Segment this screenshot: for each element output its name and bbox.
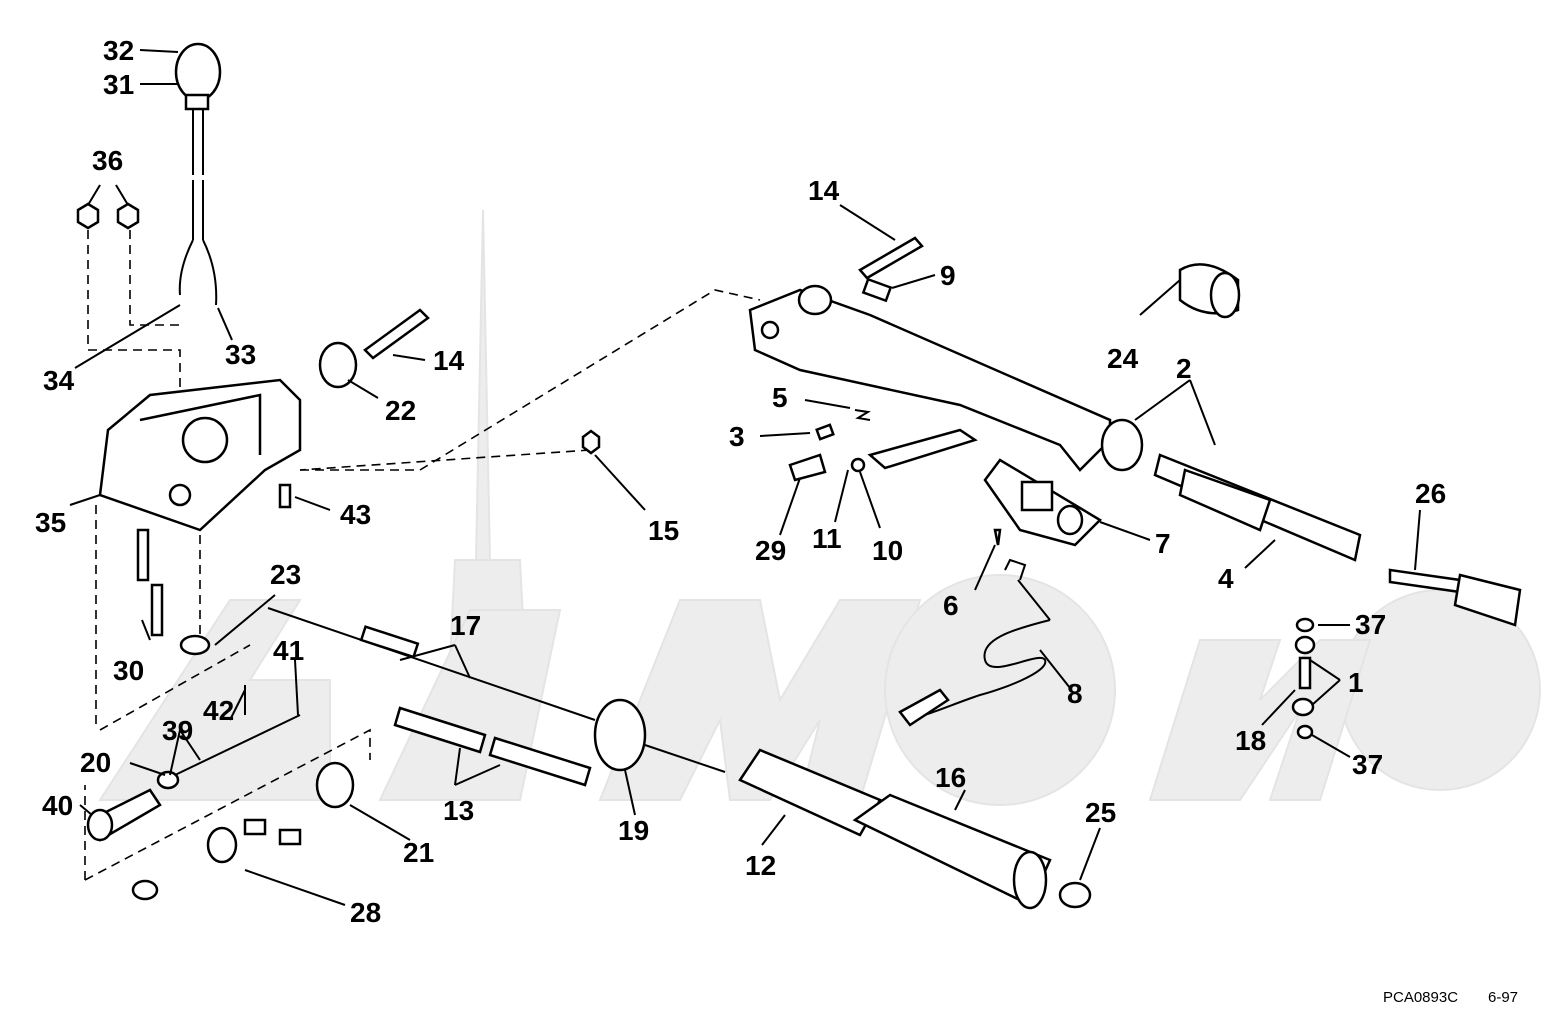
callout-34: 34 — [43, 365, 75, 396]
callout-26: 26 — [1415, 478, 1446, 509]
callout-36: 36 — [92, 145, 123, 176]
diagram-revision-date: 6-97 — [1488, 989, 1519, 1006]
callout-40: 40 — [42, 790, 73, 821]
throttle-shaft — [1388, 568, 1522, 627]
callout-2: 2 — [1176, 353, 1192, 384]
throttle-tube — [1153, 453, 1362, 562]
callout-19: 19 — [618, 815, 649, 846]
friction-parts — [1291, 617, 1316, 740]
callout-35: 35 — [35, 507, 66, 538]
pivot-bolt — [318, 236, 924, 389]
callout-13: 13 — [443, 795, 474, 826]
callout-21: 21 — [403, 837, 434, 868]
callout-10: 10 — [872, 535, 903, 566]
throttle-cable — [267, 607, 726, 773]
lanyard-coil — [898, 558, 1051, 727]
callout-28: 28 — [350, 897, 381, 928]
leader-lines — [69, 49, 1421, 906]
kill-switch-knob — [174, 42, 222, 306]
callout-3: 3 — [729, 421, 745, 452]
alignment-guides — [84, 230, 761, 881]
callout-9: 9 — [940, 260, 956, 291]
tiller-arm — [748, 277, 1144, 472]
grease-fitting — [278, 483, 292, 509]
throttle-bushing — [1178, 263, 1241, 319]
throttle-grip — [738, 748, 1092, 910]
callout-22: 22 — [385, 395, 416, 426]
callout-37a: 37 — [1355, 609, 1386, 640]
callout-17: 17 — [450, 610, 481, 641]
cable-sleeves — [393, 706, 592, 787]
callout-1: 1 — [1348, 667, 1364, 698]
steering-bracket — [98, 378, 302, 532]
callout-39: 39 — [162, 715, 193, 746]
callout-42: 42 — [203, 695, 234, 726]
callout-4: 4 — [1218, 563, 1234, 594]
mounting-bolts — [136, 528, 211, 656]
small-hardware — [581, 409, 1002, 546]
callout-30: 30 — [113, 655, 144, 686]
callout-37b: 37 — [1352, 749, 1383, 780]
callout-14a: 14 — [433, 345, 465, 376]
callout-labels: 32 31 36 33 34 14 22 35 43 23 30 41 42 3… — [35, 35, 1446, 928]
callout-24: 24 — [1107, 343, 1139, 374]
callout-43: 43 — [340, 499, 371, 530]
callout-33: 33 — [225, 339, 256, 370]
callout-14b: 14 — [808, 175, 840, 206]
callout-41: 41 — [273, 635, 304, 666]
callout-16: 16 — [935, 762, 966, 793]
watermark-logo — [98, 209, 1541, 806]
callout-32: 32 — [103, 35, 134, 66]
callout-29: 29 — [755, 535, 786, 566]
callout-31: 31 — [103, 69, 134, 100]
callout-15: 15 — [648, 515, 679, 546]
callout-5: 5 — [772, 382, 788, 413]
callout-8: 8 — [1067, 678, 1083, 709]
stop-switch-bracket — [983, 458, 1103, 547]
ground-wire — [850, 428, 978, 473]
callout-25: 25 — [1085, 797, 1116, 828]
callout-11: 11 — [812, 523, 842, 554]
switch-kit — [86, 685, 355, 901]
callout-12: 12 — [745, 850, 776, 881]
callout-18: 18 — [1235, 725, 1266, 756]
callout-7: 7 — [1155, 528, 1171, 559]
callout-20: 20 — [80, 747, 111, 778]
diagram-reference-code: PCA0893C — [1383, 989, 1459, 1006]
callout-23: 23 — [270, 559, 301, 590]
callout-6: 6 — [943, 590, 959, 621]
hex-nuts — [76, 202, 140, 230]
